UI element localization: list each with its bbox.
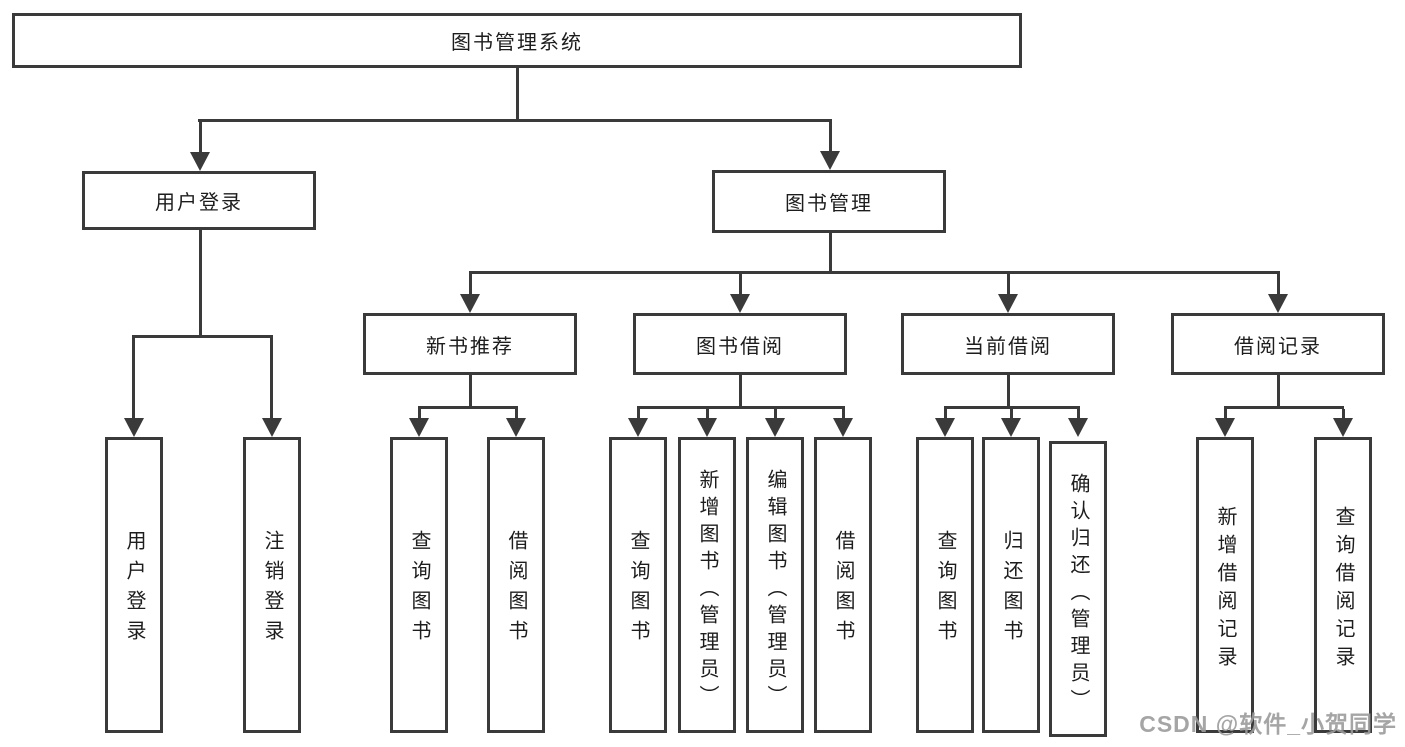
connector-section0-horizontal xyxy=(418,406,518,409)
leaf-user-login: 用户登录 xyxy=(105,437,163,733)
leaf-add-borrow-record: 新增借阅记录 xyxy=(1196,437,1254,733)
connector-leaf-stem xyxy=(944,409,947,420)
connector-mgmt-vertical xyxy=(829,233,832,273)
connector-level3-horizontal xyxy=(469,271,1280,274)
connector-leaf-stem xyxy=(418,409,421,420)
connector-login-stem xyxy=(199,120,202,153)
connector-leaf-stem xyxy=(1077,409,1080,420)
arrow-down-icon xyxy=(1068,418,1088,437)
leaf-logout: 注销登录 xyxy=(243,437,301,733)
leaf-confirm-return-admin: 确认归还（管理员） xyxy=(1049,441,1107,737)
connector-leaf-stem xyxy=(132,338,135,419)
watermark: CSDN @软件_小贺同学 xyxy=(1139,711,1397,737)
connector-leaf-stem xyxy=(515,409,518,420)
connector-leaf-stem xyxy=(774,409,777,420)
arrow-down-icon xyxy=(1268,294,1288,313)
arrow-down-icon xyxy=(190,152,210,171)
connector-login-vertical xyxy=(199,230,202,337)
arrow-down-icon xyxy=(765,418,785,437)
connector-leaf-stem xyxy=(706,409,709,420)
arrow-down-icon xyxy=(262,418,282,437)
connector-leaf-stem xyxy=(270,338,273,419)
arrow-down-icon xyxy=(628,418,648,437)
arrow-down-icon xyxy=(833,418,853,437)
arrow-down-icon xyxy=(1215,418,1235,437)
connector-mgmt-stem xyxy=(829,120,832,152)
leaf-return-book: 归还图书 xyxy=(982,437,1040,733)
connector-leaf-stem xyxy=(842,409,845,420)
connector-section-stem xyxy=(1277,274,1280,295)
node-user-login: 用户登录 xyxy=(82,171,316,230)
connector-root-vertical xyxy=(516,66,519,120)
node-book-borrow: 图书借阅 xyxy=(633,313,847,375)
connector-section3-horizontal xyxy=(1224,406,1344,409)
connector-level2-horizontal xyxy=(198,119,832,122)
arrow-down-icon xyxy=(1333,418,1353,437)
connector-leaf-stem xyxy=(1342,409,1345,420)
arrow-down-icon xyxy=(409,418,429,437)
connector-leaf-stem xyxy=(1010,409,1013,420)
connector-section2-vertical xyxy=(1007,375,1010,408)
leaf-query-books-2: 查询图书 xyxy=(609,437,667,733)
arrow-down-icon xyxy=(998,294,1018,313)
arrow-down-icon xyxy=(124,418,144,437)
leaf-query-books-3: 查询图书 xyxy=(916,437,974,733)
leaf-borrow-books-1: 借阅图书 xyxy=(487,437,545,733)
connector-leaf-stem xyxy=(1224,409,1227,420)
arrow-down-icon xyxy=(460,294,480,313)
node-book-management: 图书管理 xyxy=(712,170,946,233)
arrow-down-icon xyxy=(697,418,717,437)
leaf-borrow-books-2: 借阅图书 xyxy=(814,437,872,733)
arrow-down-icon xyxy=(820,151,840,170)
node-root: 图书管理系统 xyxy=(12,13,1022,68)
arrow-down-icon xyxy=(730,294,750,313)
leaf-query-books-1: 查询图书 xyxy=(390,437,448,733)
arrow-down-icon xyxy=(506,418,526,437)
connector-section-stem xyxy=(739,274,742,295)
connector-section1-horizontal xyxy=(637,406,845,409)
connector-section0-vertical xyxy=(469,375,472,408)
connector-section2-horizontal xyxy=(944,406,1080,409)
node-current-borrow: 当前借阅 xyxy=(901,313,1115,375)
arrow-down-icon xyxy=(935,418,955,437)
node-new-book-recommend: 新书推荐 xyxy=(363,313,577,375)
connector-login-horizontal xyxy=(132,335,273,338)
leaf-query-borrow-record: 查询借阅记录 xyxy=(1314,437,1372,733)
connector-section3-vertical xyxy=(1277,375,1280,408)
connector-leaf-stem xyxy=(637,409,640,420)
node-borrow-records: 借阅记录 xyxy=(1171,313,1385,375)
connector-section-stem xyxy=(469,274,472,295)
leaf-edit-book-admin: 编辑图书（管理员） xyxy=(746,437,804,733)
arrow-down-icon xyxy=(1001,418,1021,437)
connector-section-stem xyxy=(1007,274,1010,295)
connector-section1-vertical xyxy=(739,375,742,408)
leaf-add-book-admin: 新增图书（管理员） xyxy=(678,437,736,733)
